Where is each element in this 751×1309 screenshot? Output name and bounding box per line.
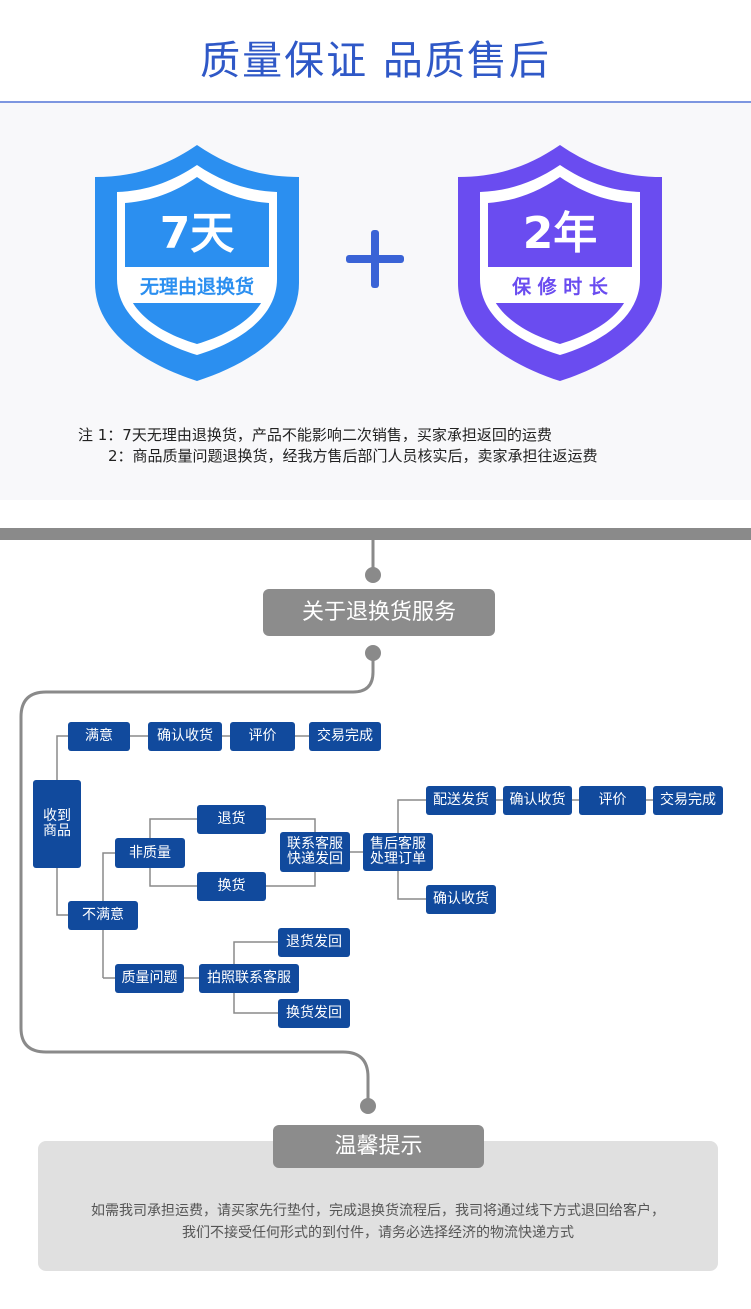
tips-text: 如需我司承担运费，请买家先行垫付，完成退换货流程后，我司将通过线下方式退回给客户…	[38, 1200, 718, 1244]
section-divider-bar	[0, 528, 751, 540]
box-deliver-goods: 配送发货	[426, 786, 496, 815]
section-title-returns: 关于退换货服务	[263, 589, 495, 636]
box-quality-issue: 质量问题	[115, 964, 184, 993]
shield-right-big: 2年	[523, 208, 598, 259]
box-return-ship-back: 退货发回	[278, 928, 350, 957]
box-photo-contact-service: 拍照联系客服	[199, 964, 299, 993]
header-divider	[0, 101, 751, 103]
shield-left-big: 7天	[160, 208, 235, 259]
shield-left-small: 无理由退换货	[140, 275, 254, 298]
box-confirm-receipt-3: 确认收货	[426, 885, 496, 914]
box-confirm-receipt-1: 确认收货	[148, 722, 222, 751]
box-review-2: 评价	[579, 786, 646, 815]
box-deal-done-1: 交易完成	[309, 722, 381, 751]
box-exchange: 换货	[197, 872, 266, 901]
box-non-quality: 非质量	[115, 838, 185, 868]
box-received-goods: 收到 商品	[33, 780, 81, 868]
box-exchange-ship-back: 换货发回	[278, 999, 350, 1028]
plus-icon	[346, 230, 404, 288]
note-line-1: 注 1：7天无理由退换货，产品不能影响二次销售，买家承担返回的运费	[78, 426, 552, 444]
box-confirm-receipt-2: 确认收货	[503, 786, 572, 815]
box-deal-done-2: 交易完成	[653, 786, 723, 815]
box-satisfied: 满意	[68, 722, 130, 751]
shield-icon-7-days: 7天 无理由退换货	[95, 145, 299, 381]
tips-title: 温馨提示	[273, 1125, 484, 1168]
box-return: 退货	[197, 805, 266, 834]
box-review-1: 评价	[230, 722, 295, 751]
tips-line-1: 如需我司承担运费，请买家先行垫付，完成退换货流程后，我司将通过线下方式退回给客户…	[91, 1203, 665, 1219]
box-unsatisfied: 不满意	[68, 901, 138, 930]
tips-line-2: 我们不接受任何形式的到付件，请务必选择经济的物流快递方式	[182, 1225, 574, 1241]
box-after-sales-process: 售后客服 处理订单	[363, 833, 433, 871]
shield-icon-2-years: 2年 保 修 时 长	[458, 145, 662, 381]
shield-right-small: 保 修 时 长	[511, 275, 609, 298]
note-line-2: 2：商品质量问题退换货，经我方售后部门人员核实后，卖家承担往返运费	[108, 447, 598, 465]
page-title: 质量保证 品质售后	[200, 38, 551, 84]
box-contact-ship-back: 联系客服 快递发回	[280, 832, 350, 872]
notes-block: 注 1：7天无理由退换货，产品不能影响二次销售，买家承担返回的运费 2：商品质量…	[78, 425, 598, 467]
